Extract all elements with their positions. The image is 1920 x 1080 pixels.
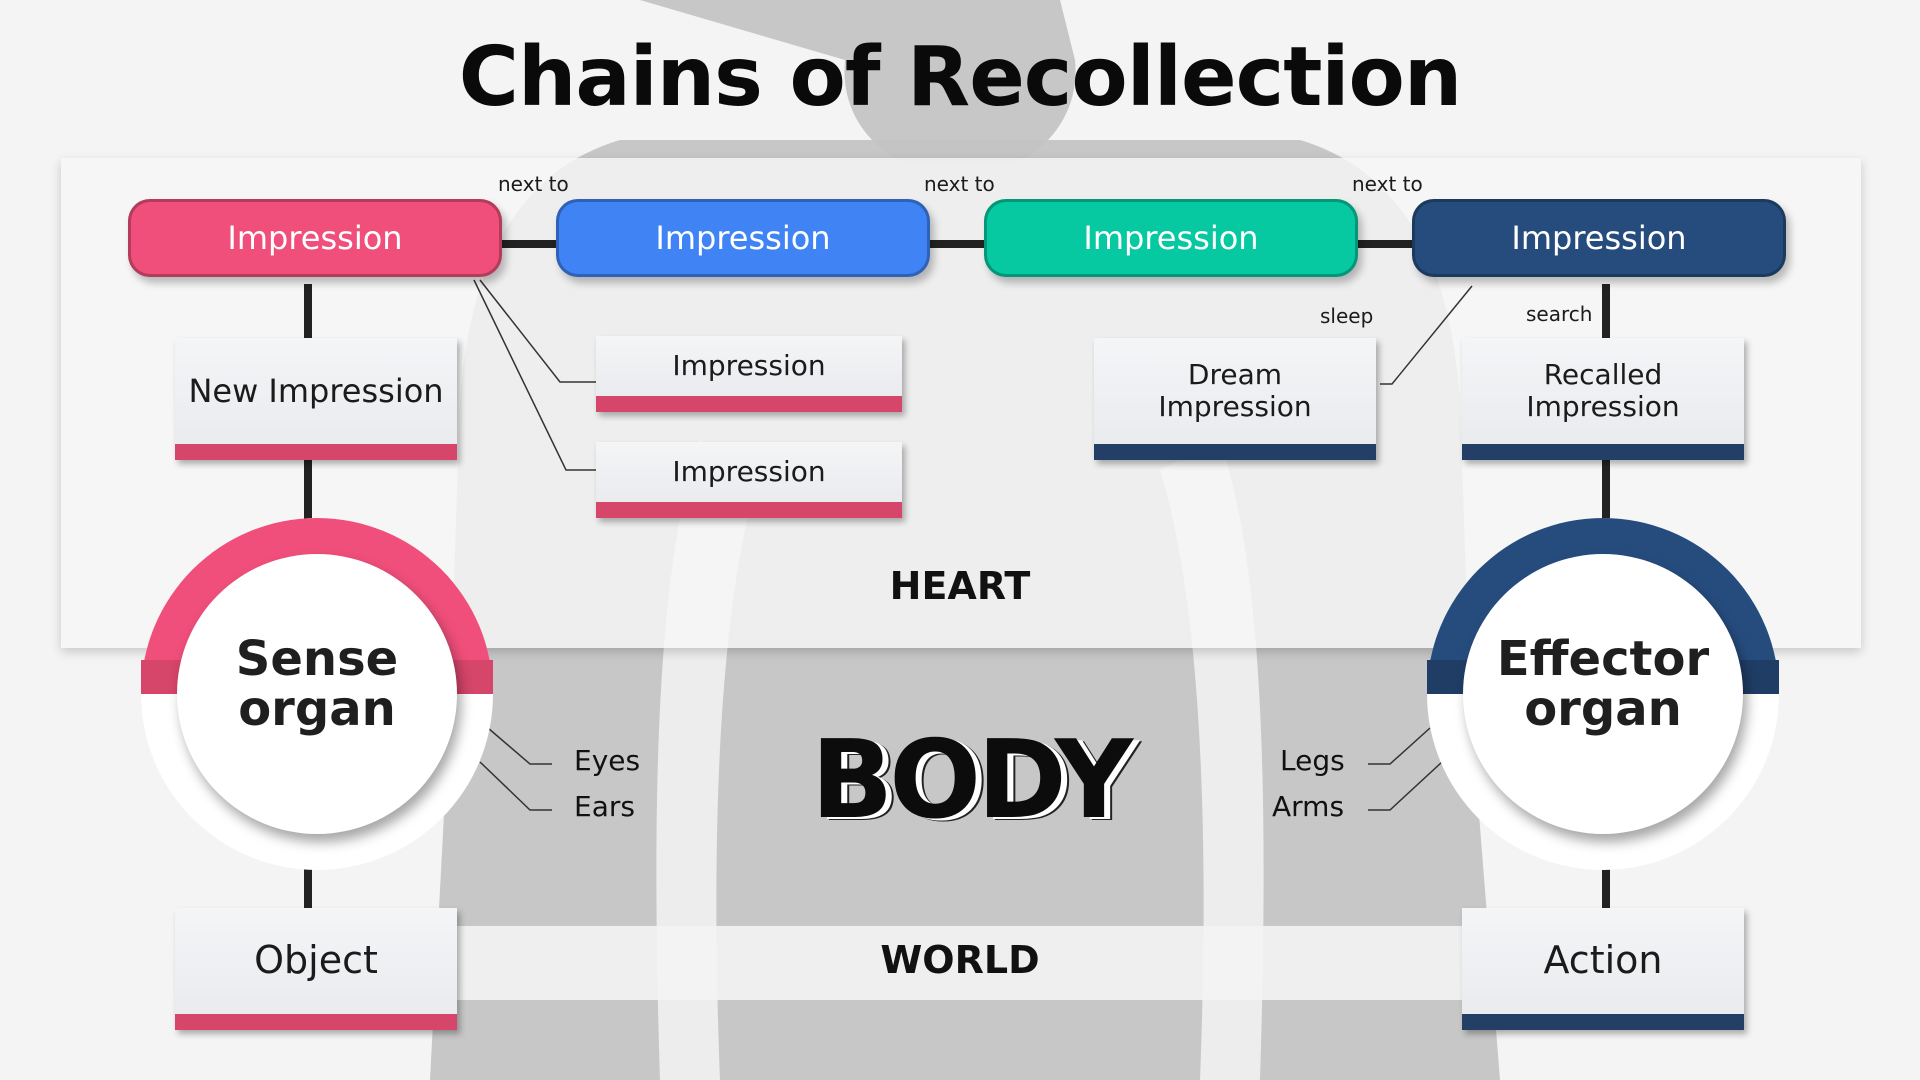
ears-leader <box>479 761 552 811</box>
search-label: search <box>1526 302 1593 326</box>
world-label: WORLD <box>880 938 1040 982</box>
impression-node-red: Impression <box>128 199 502 277</box>
legs-label: Legs <box>1280 744 1345 777</box>
effector-organ-ring <box>1427 518 1779 870</box>
side-impression-card-2: Impression <box>596 442 902 518</box>
link-label-next-to-1: next to <box>498 172 569 196</box>
side-impression-card-1: Impression <box>596 336 902 412</box>
silhouette-head <box>640 0 1076 165</box>
page-title: Chains of Recollection <box>458 30 1462 125</box>
effector-organ-label: Effector organ <box>1496 631 1710 738</box>
sense-organ-ring <box>141 518 493 870</box>
action-card: Action <box>1462 908 1744 1030</box>
impression-node-blue: Impression <box>556 199 930 277</box>
branch-to-impression-b <box>473 279 596 471</box>
arms-label: Arms <box>1272 790 1345 823</box>
eyes-leader <box>487 727 552 765</box>
sleep-label: sleep <box>1320 304 1374 328</box>
sense-organ-label: Sense organ <box>235 631 399 738</box>
new-impression-card: New Impression <box>175 338 457 460</box>
arms-leader <box>1368 761 1443 811</box>
branch-to-impression-a <box>479 279 596 383</box>
branch-to-dream <box>1380 285 1473 385</box>
ears-label: Ears <box>574 790 635 823</box>
link-label-next-to-2: next to <box>924 172 995 196</box>
dream-impression-card: Dream Impression <box>1094 338 1376 460</box>
impression-node-teal: Impression <box>984 199 1358 277</box>
heart-label: HEART <box>889 564 1031 608</box>
legs-leader <box>1368 727 1431 765</box>
body-label: BODY <box>810 718 1133 843</box>
eyes-label: Eyes <box>574 744 641 777</box>
object-card: Object <box>175 908 457 1030</box>
link-label-next-to-3: next to <box>1352 172 1423 196</box>
impression-node-navy: Impression <box>1412 199 1786 277</box>
recalled-impression-card: Recalled Impression <box>1462 338 1744 460</box>
